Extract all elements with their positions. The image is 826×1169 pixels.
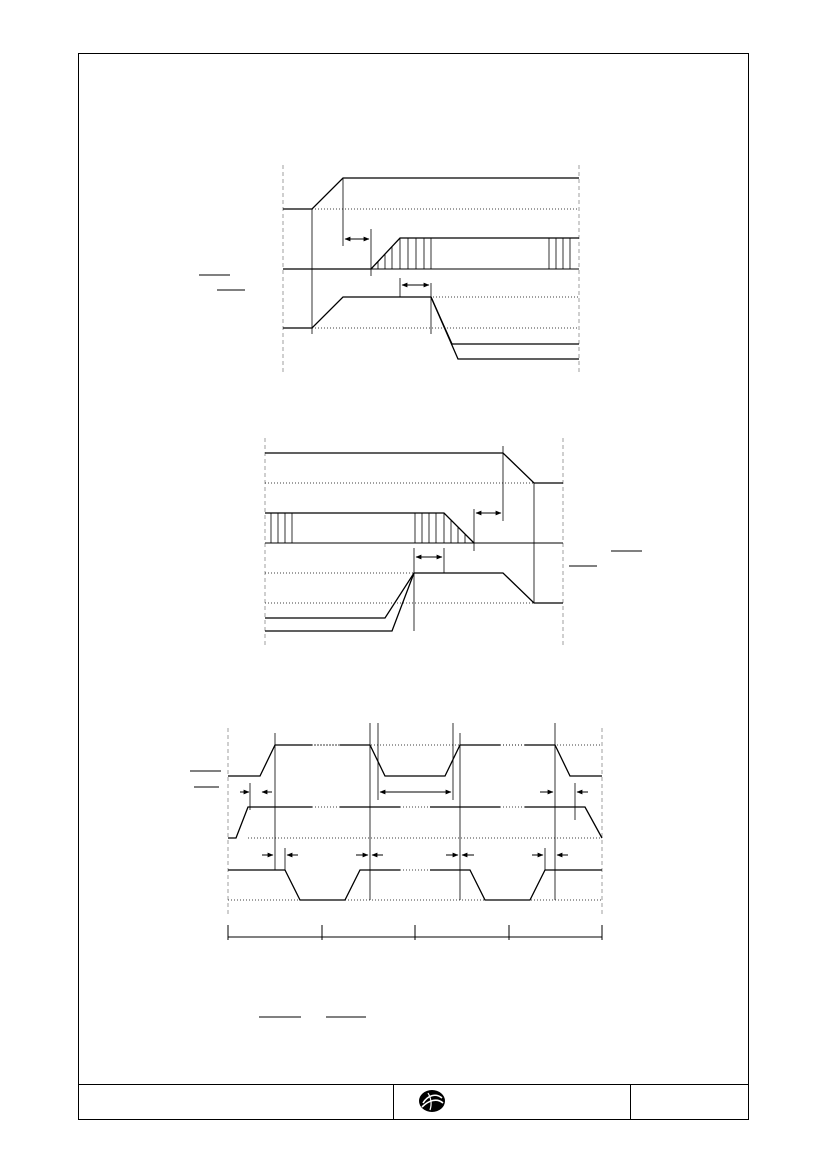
serial-timing-diagram — [190, 723, 603, 940]
company-logo — [419, 1090, 445, 1112]
waveform-8 — [228, 806, 312, 839]
waveform-4 — [265, 452, 563, 484]
hatch-region-1 — [377, 238, 432, 269]
page-border — [78, 53, 749, 1120]
waveform-6 — [265, 572, 563, 619]
waveform-9 — [228, 869, 400, 901]
power-on-timing-diagram — [199, 165, 580, 372]
cycle-scale-bar — [227, 925, 603, 940]
waveform-1 — [283, 177, 579, 210]
footer-title-block — [78, 1084, 749, 1120]
waveform-3 — [283, 296, 579, 360]
waveform-7 — [228, 744, 312, 777]
hatch-region-2 — [548, 238, 571, 269]
power-off-timing-diagram — [264, 438, 642, 646]
waveform-5 — [265, 512, 475, 544]
hatch-region-3 — [270, 513, 293, 543]
hatch-region-4 — [414, 513, 466, 543]
